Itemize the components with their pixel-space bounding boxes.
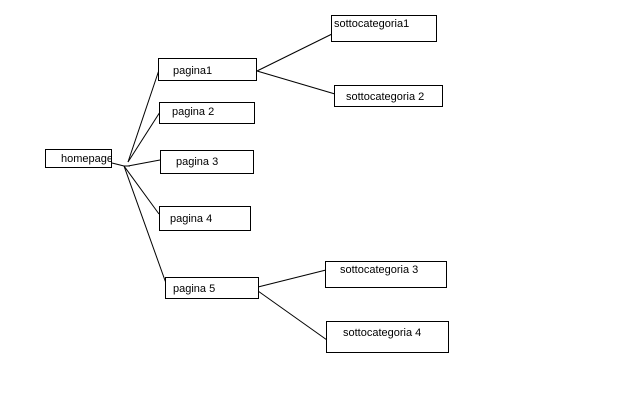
node-pagina1-label: pagina1	[173, 65, 213, 77]
node-sottocategoria3: sottocategoria 3	[325, 261, 447, 288]
node-sottocategoria2: sottocategoria 2	[334, 85, 443, 107]
node-homepage: homepage	[45, 149, 112, 168]
node-sottocategoria3-label: sottocategoria 3	[340, 264, 419, 276]
node-pagina1: pagina1	[158, 58, 257, 81]
node-sottocategoria2-label: sottocategoria 2	[346, 91, 425, 103]
connector-pagina1-sottocategoria1	[256, 33, 333, 72]
connector-homepage-pagina4	[123, 165, 160, 215]
node-pagina5-label: pagina 5	[173, 283, 216, 295]
connector-pagina5-sottocategoria3	[257, 269, 327, 288]
node-sottocategoria1-label: sottocategoria1	[334, 18, 410, 30]
node-pagina4: pagina 4	[159, 206, 251, 231]
node-homepage-label: homepage	[61, 153, 112, 165]
node-sottocategoria1: sottocategoria1	[331, 15, 437, 42]
node-pagina3: pagina 3	[160, 150, 254, 174]
node-sottocategoria4: sottocategoria 4	[326, 321, 449, 353]
node-pagina2: pagina 2	[159, 102, 255, 124]
connector-homepage-pagina3	[127, 159, 161, 167]
connector-homepage-pagina5	[123, 165, 168, 287]
node-pagina4-label: pagina 4	[170, 213, 213, 225]
connector-homepage-pagina2	[127, 111, 161, 163]
node-pagina3-label: pagina 3	[176, 156, 219, 168]
homepage-connector-junction	[111, 162, 130, 167]
connector-pagina1-sottocategoria2	[256, 70, 336, 95]
connector-pagina5-sottocategoria4	[257, 290, 328, 341]
node-pagina5: pagina 5	[165, 277, 259, 299]
connector-homepage-pagina1	[127, 69, 160, 163]
node-sottocategoria4-label: sottocategoria 4	[343, 327, 422, 339]
node-pagina2-label: pagina 2	[172, 106, 215, 118]
